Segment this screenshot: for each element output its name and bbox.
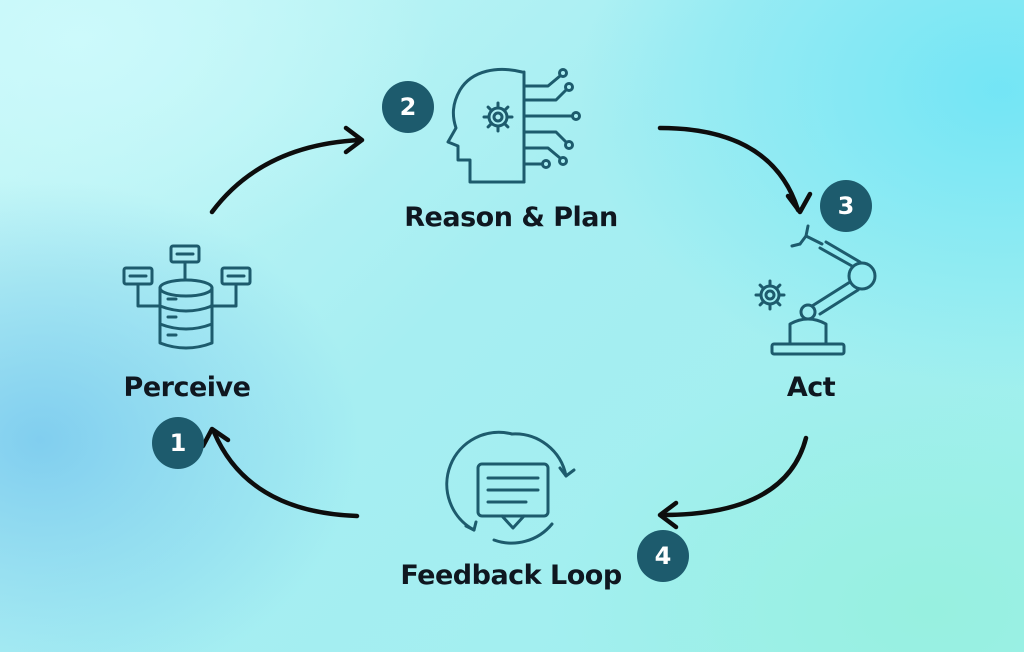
arrow-act-to-feedback	[657, 435, 809, 530]
stage-label-perceive: Perceive	[123, 372, 251, 403]
step-badge-2: 2	[382, 81, 434, 133]
feedback-chat-cycle-icon	[445, 430, 576, 545]
arrow-perceive-to-reason	[209, 125, 365, 215]
database-network-icon	[122, 244, 252, 350]
arrow-feedback-to-perceive	[200, 426, 360, 519]
step-badge-4: 4	[637, 530, 689, 582]
stage-label-reason-plan: Reason & Plan	[404, 202, 618, 233]
stage-label-act: Act	[786, 372, 836, 403]
stage-label-feedback-loop: Feedback Loop	[400, 560, 622, 591]
ai-brain-gear-icon	[446, 68, 581, 184]
step-badge-3: 3	[820, 180, 872, 232]
step-badge-1: 1	[152, 417, 204, 469]
robot-arm-gear-icon	[754, 224, 877, 356]
arrow-reason-to-act	[657, 125, 813, 215]
